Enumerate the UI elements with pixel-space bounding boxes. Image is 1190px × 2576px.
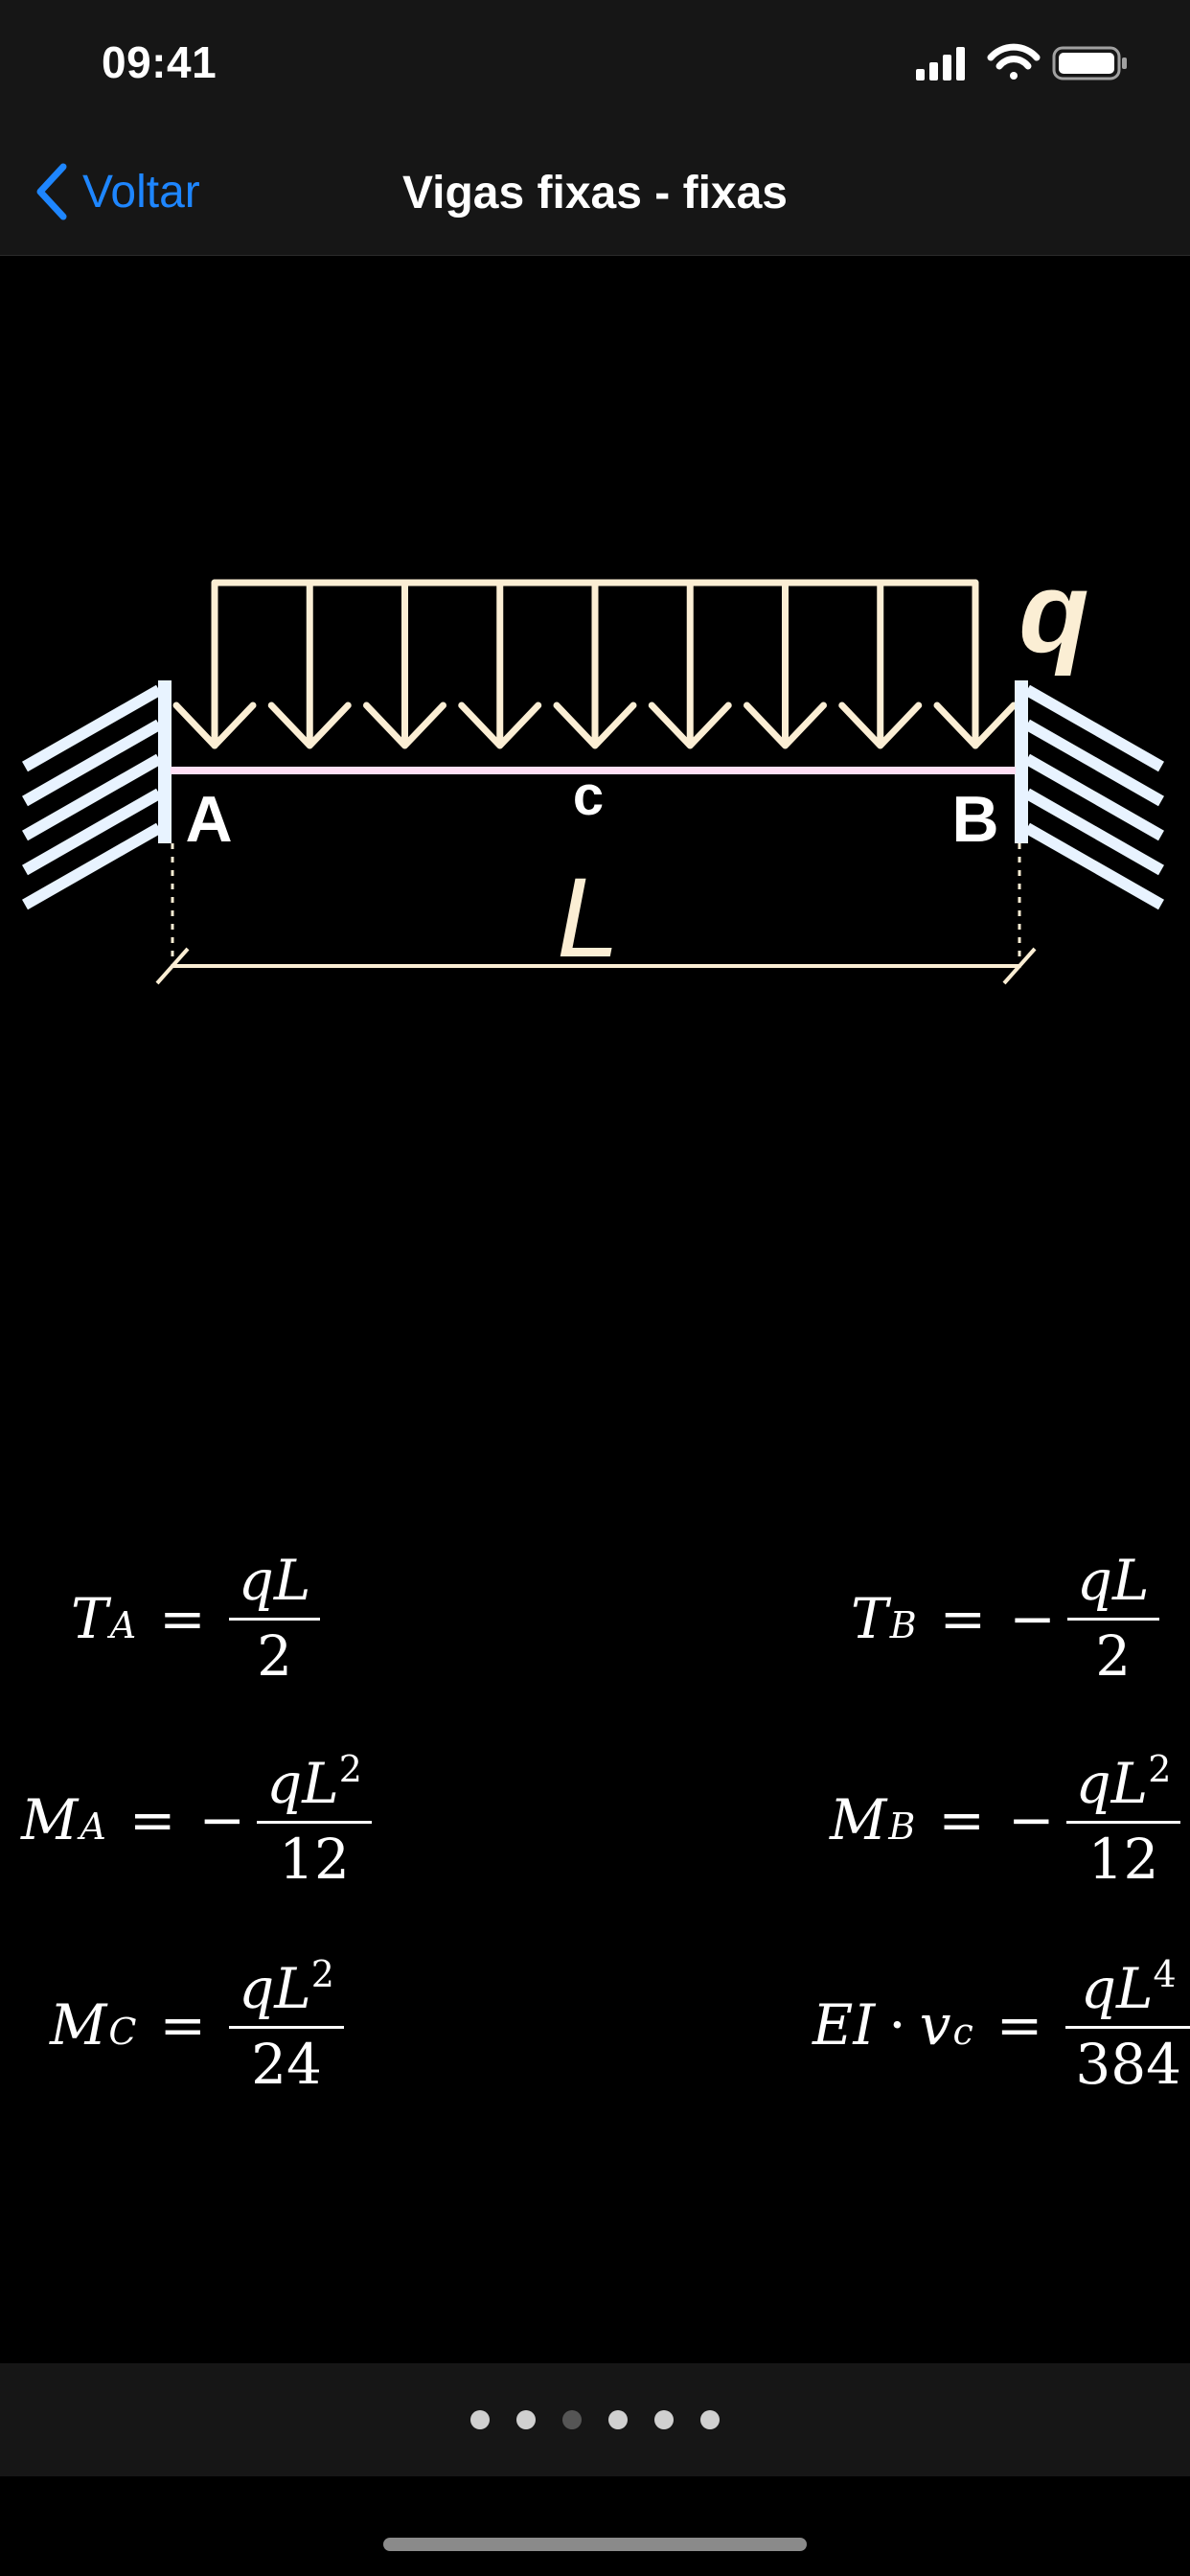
cellular-signal-icon: [916, 47, 965, 80]
status-time: 09:41: [102, 37, 217, 87]
status-bar: 09:41: [0, 0, 1190, 134]
battery-icon: [1052, 46, 1127, 80]
page-dot[interactable]: [470, 2410, 490, 2429]
right-fixed-support: [1015, 680, 1164, 910]
home-indicator: [383, 2538, 807, 2551]
midpoint-c-label: c: [573, 765, 604, 827]
left-fixed-support: [22, 680, 172, 910]
load-arrow: [172, 579, 257, 749]
support-a-label: A: [185, 783, 232, 856]
load-arrow: [553, 579, 637, 749]
page-dot[interactable]: [562, 2410, 582, 2429]
page-dot[interactable]: [608, 2410, 628, 2429]
page-dot[interactable]: [700, 2410, 720, 2429]
status-icons: [916, 43, 1127, 80]
page-title: Vigas fixas - fixas: [402, 168, 788, 218]
load-arrow: [267, 579, 352, 749]
span-dimension: [155, 843, 1037, 985]
navigation-bar: Voltar Vigas fixas - fixas: [0, 134, 1190, 256]
load-arrow: [363, 579, 446, 749]
load-label: q: [1018, 548, 1088, 677]
load-arrow: [458, 579, 542, 749]
page-control[interactable]: [0, 2410, 1190, 2429]
page-dot[interactable]: [516, 2410, 536, 2429]
distributed-load: [172, 579, 1018, 749]
load-arrow: [744, 579, 827, 749]
load-arrow: [838, 579, 923, 749]
span-label: L: [557, 855, 620, 981]
page-control-bar: [0, 2363, 1190, 2476]
back-button[interactable]: Voltar: [33, 155, 200, 228]
load-arrow: [933, 579, 1018, 749]
load-arrow: [648, 579, 732, 749]
wifi-icon: [987, 43, 1041, 80]
back-button-label: Voltar: [82, 166, 200, 218]
chevron-left-icon: [36, 163, 67, 220]
beam-diagram: q A c B L: [22, 548, 1164, 985]
support-b-label: B: [951, 783, 998, 856]
page-dot[interactable]: [654, 2410, 674, 2429]
